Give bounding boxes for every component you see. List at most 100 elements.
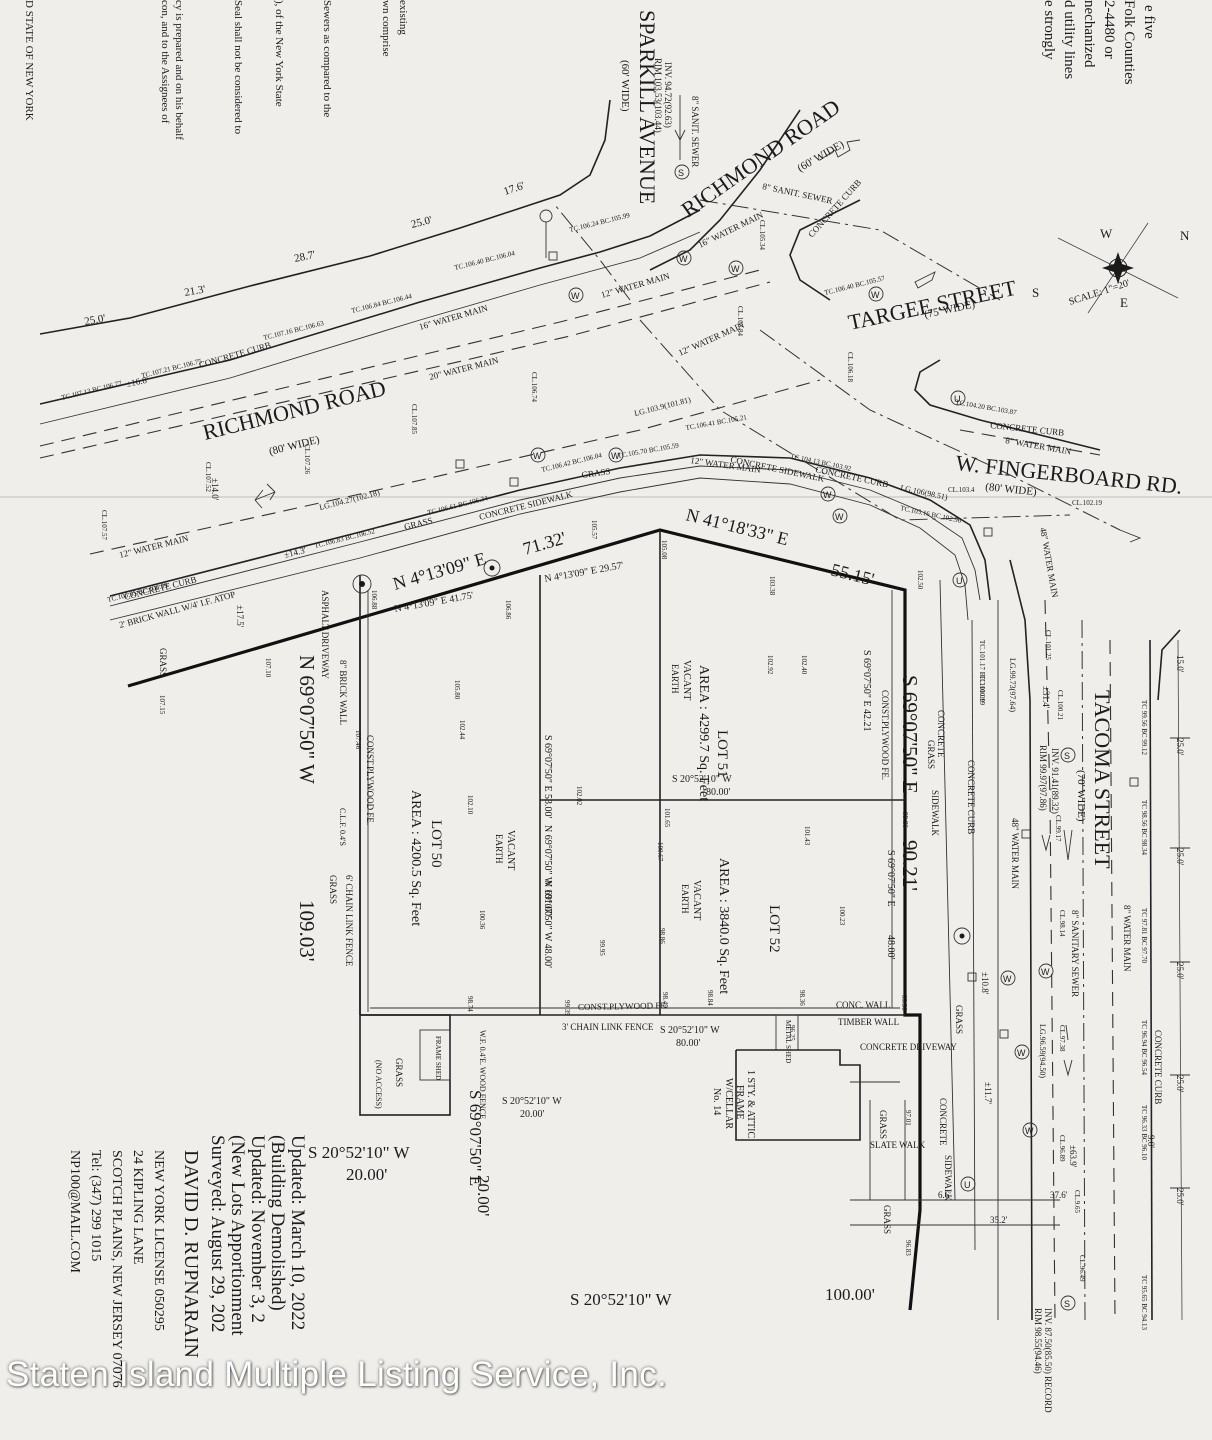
water-main-20-line [39,269,761,447]
elev-cl-99-17: CL.99.17 [1054,815,1062,842]
mls-watermark: Staten Island Multiple Listing Service, … [6,1355,668,1394]
traffic-arrow-icon [1063,829,1073,861]
water-valve-icon: W [1000,970,1016,986]
svg-text:W: W [823,490,832,500]
utility-pole-icon: U [950,390,966,406]
offset-16-8: ±16.8' [125,374,149,388]
top-note-line-5: d utility lines [1061,0,1077,79]
offset-31-4: ±31.4' [1041,686,1051,709]
tacoma-west-curb [1009,559,1033,1321]
title-new-lots: (New Lots Apportionment [227,1135,248,1336]
tacoma-dimension-line [1177,639,1183,1321]
fingerboard-curb-north [914,359,1101,451]
top-note-line-2: Folk Counties [1121,0,1137,85]
label-water-main-8-tacoma: 8" WATER MAIN [1122,905,1132,972]
title-city: SCOTCH PLAINS, NEW JERSEY 07076 [109,1150,124,1388]
dim-lot50-east-a: N 69°07'50" W 101.00' [542,825,553,918]
label-frame-shed: FRAME SHED [434,1036,442,1080]
elev-cl-96-89: CL.96.89 [1058,1135,1066,1162]
water-valve-icon: W [868,286,884,302]
label-grass-lot50: GRASS [328,875,338,904]
elev-96-25: 96.25 [788,1025,796,1041]
label-concrete-curb-tacoma: CONCRETE CURB [966,760,976,834]
offset-14-0: ±14.0' [210,478,220,501]
sewer-manhole-icon: S [1060,747,1076,763]
elev-tc-96-33: TC 96.33 BC 96.10 [1140,1105,1148,1161]
lot-52-surface: EARTH [680,884,690,914]
sewer-manhole-icon: S [1060,1295,1076,1311]
elev-97-01: 97.01 [904,1110,912,1126]
elev-102-92: 102.92 [766,655,774,675]
top-note-line-6: e strongly [1041,0,1057,60]
title-street: 24 KIPLING LANE [130,1150,145,1264]
label-concrete-driveway: CONCRETE DRIVEWAY [860,1042,957,1052]
elev-107-10: 107.10 [264,658,272,678]
offset-tacoma-25-b: 25.0' [1175,848,1185,866]
svg-text:S: S [1064,1299,1070,1309]
label-rim-upper: RIM 103.53(103.44) [653,58,663,133]
property-boundary [127,528,1060,1311]
water-main-8-line [959,429,1101,456]
catch-basin-icon [983,527,993,537]
title-surveyed: Surveyed: August 29, 202 [207,1135,228,1332]
svg-text:W: W [571,291,580,301]
elev-tc-96-94: TC 96.94 BC 96.54 [1140,1020,1148,1076]
title-demolished: (Building Demolished) [267,1135,288,1311]
label-sanitary-sewer-tacoma: 8" SANITARY SEWER [1070,910,1080,997]
label-asphalt-driveway: ASPHALT DRIVEWAY [320,590,330,679]
traffic-arrow-icon [1041,834,1051,852]
label-rim-south: RIM 98.55(94.46) [1033,1308,1043,1374]
elev-102-44: 102.44 [458,720,466,740]
dim-lot52-east-distance: 48.00' [885,935,896,960]
svg-text:W: W [1025,1126,1034,1136]
utility-pole-icon: U [952,572,968,588]
lot-51-label: LOT 51 [714,730,730,778]
top-note-line-1: e five [1141,5,1157,39]
elev-107-46: 107.46 [354,730,362,750]
elev-98-74: 98.74 [466,996,474,1012]
left-note-line-7: con, and to the Assignees of [159,0,171,124]
richmond-road-north-curb-inner [39,231,701,425]
elev-cl-100-21: CL.100.21 [1056,690,1064,720]
offset-35-2: 35.2' [990,1215,1008,1225]
label-clf-west: C.L.F. 0.4'S [338,808,347,846]
offset-25-b: 25.0' [410,214,434,231]
elev-99-39: 99.39 [563,1000,571,1016]
svg-text:W: W [1041,967,1050,977]
svg-text:W: W [1003,974,1012,984]
offset-tacoma-25-c: 25.0' [1175,962,1185,980]
elev-lg-96: LG.96.59(94.50) [1038,1024,1047,1078]
dim-mid-line: S 20°52'10" W [672,774,732,785]
elev-cl-107-26: CL.107.26 [303,444,311,474]
label-no-access: (NO ACCESS) [374,1060,383,1109]
traffic-arrow-icon [819,139,861,161]
sewer-flow-arrow-icon [674,95,686,160]
tacoma-water-main-east [1109,639,1116,1321]
tacoma-centerline [1081,619,1086,1321]
elev-98-86: 98.86 [658,928,666,944]
elev-tc-100-19: TC.100.19 [978,675,986,705]
elev-99-86: 99.86 [901,812,909,828]
title-updated-1: Updated: March 10, 2022 [287,1135,308,1330]
street-label-tacoma: TACOMA STREET [1090,690,1115,869]
distance-jog-line: 20.00' [474,1175,493,1216]
offset-21-3: 21.3' [183,283,206,299]
water-valve-icon: W [1022,1122,1038,1138]
elev-98-36: 98.36 [798,990,806,1006]
elev-101-65: 101.65 [663,808,671,828]
elev-cl-105-34: CL.105.34 [758,220,766,250]
left-note-line-2: wn comprise [380,0,392,57]
bearing-jog-line: S 69°07'50" E [466,1090,485,1186]
water-valve-icon: W [832,508,848,524]
left-note-line-3: Sewers as compared to the [321,0,333,117]
street-centerline-c [759,329,1121,531]
dim-mid-line-distance: 80.00' [706,787,731,798]
svg-text:S: S [678,168,684,178]
distance-south-line: 100.00' [825,1285,875,1304]
sewer-manhole-icon: S [674,164,690,180]
roadway-linework [39,99,1183,1321]
street-width-fingerboard: (80' WIDE) [985,481,1038,498]
left-note-line-5: Seal shall not be considered to [232,0,244,135]
offset-tacoma-25-e: 25.0' [1175,1188,1185,1206]
